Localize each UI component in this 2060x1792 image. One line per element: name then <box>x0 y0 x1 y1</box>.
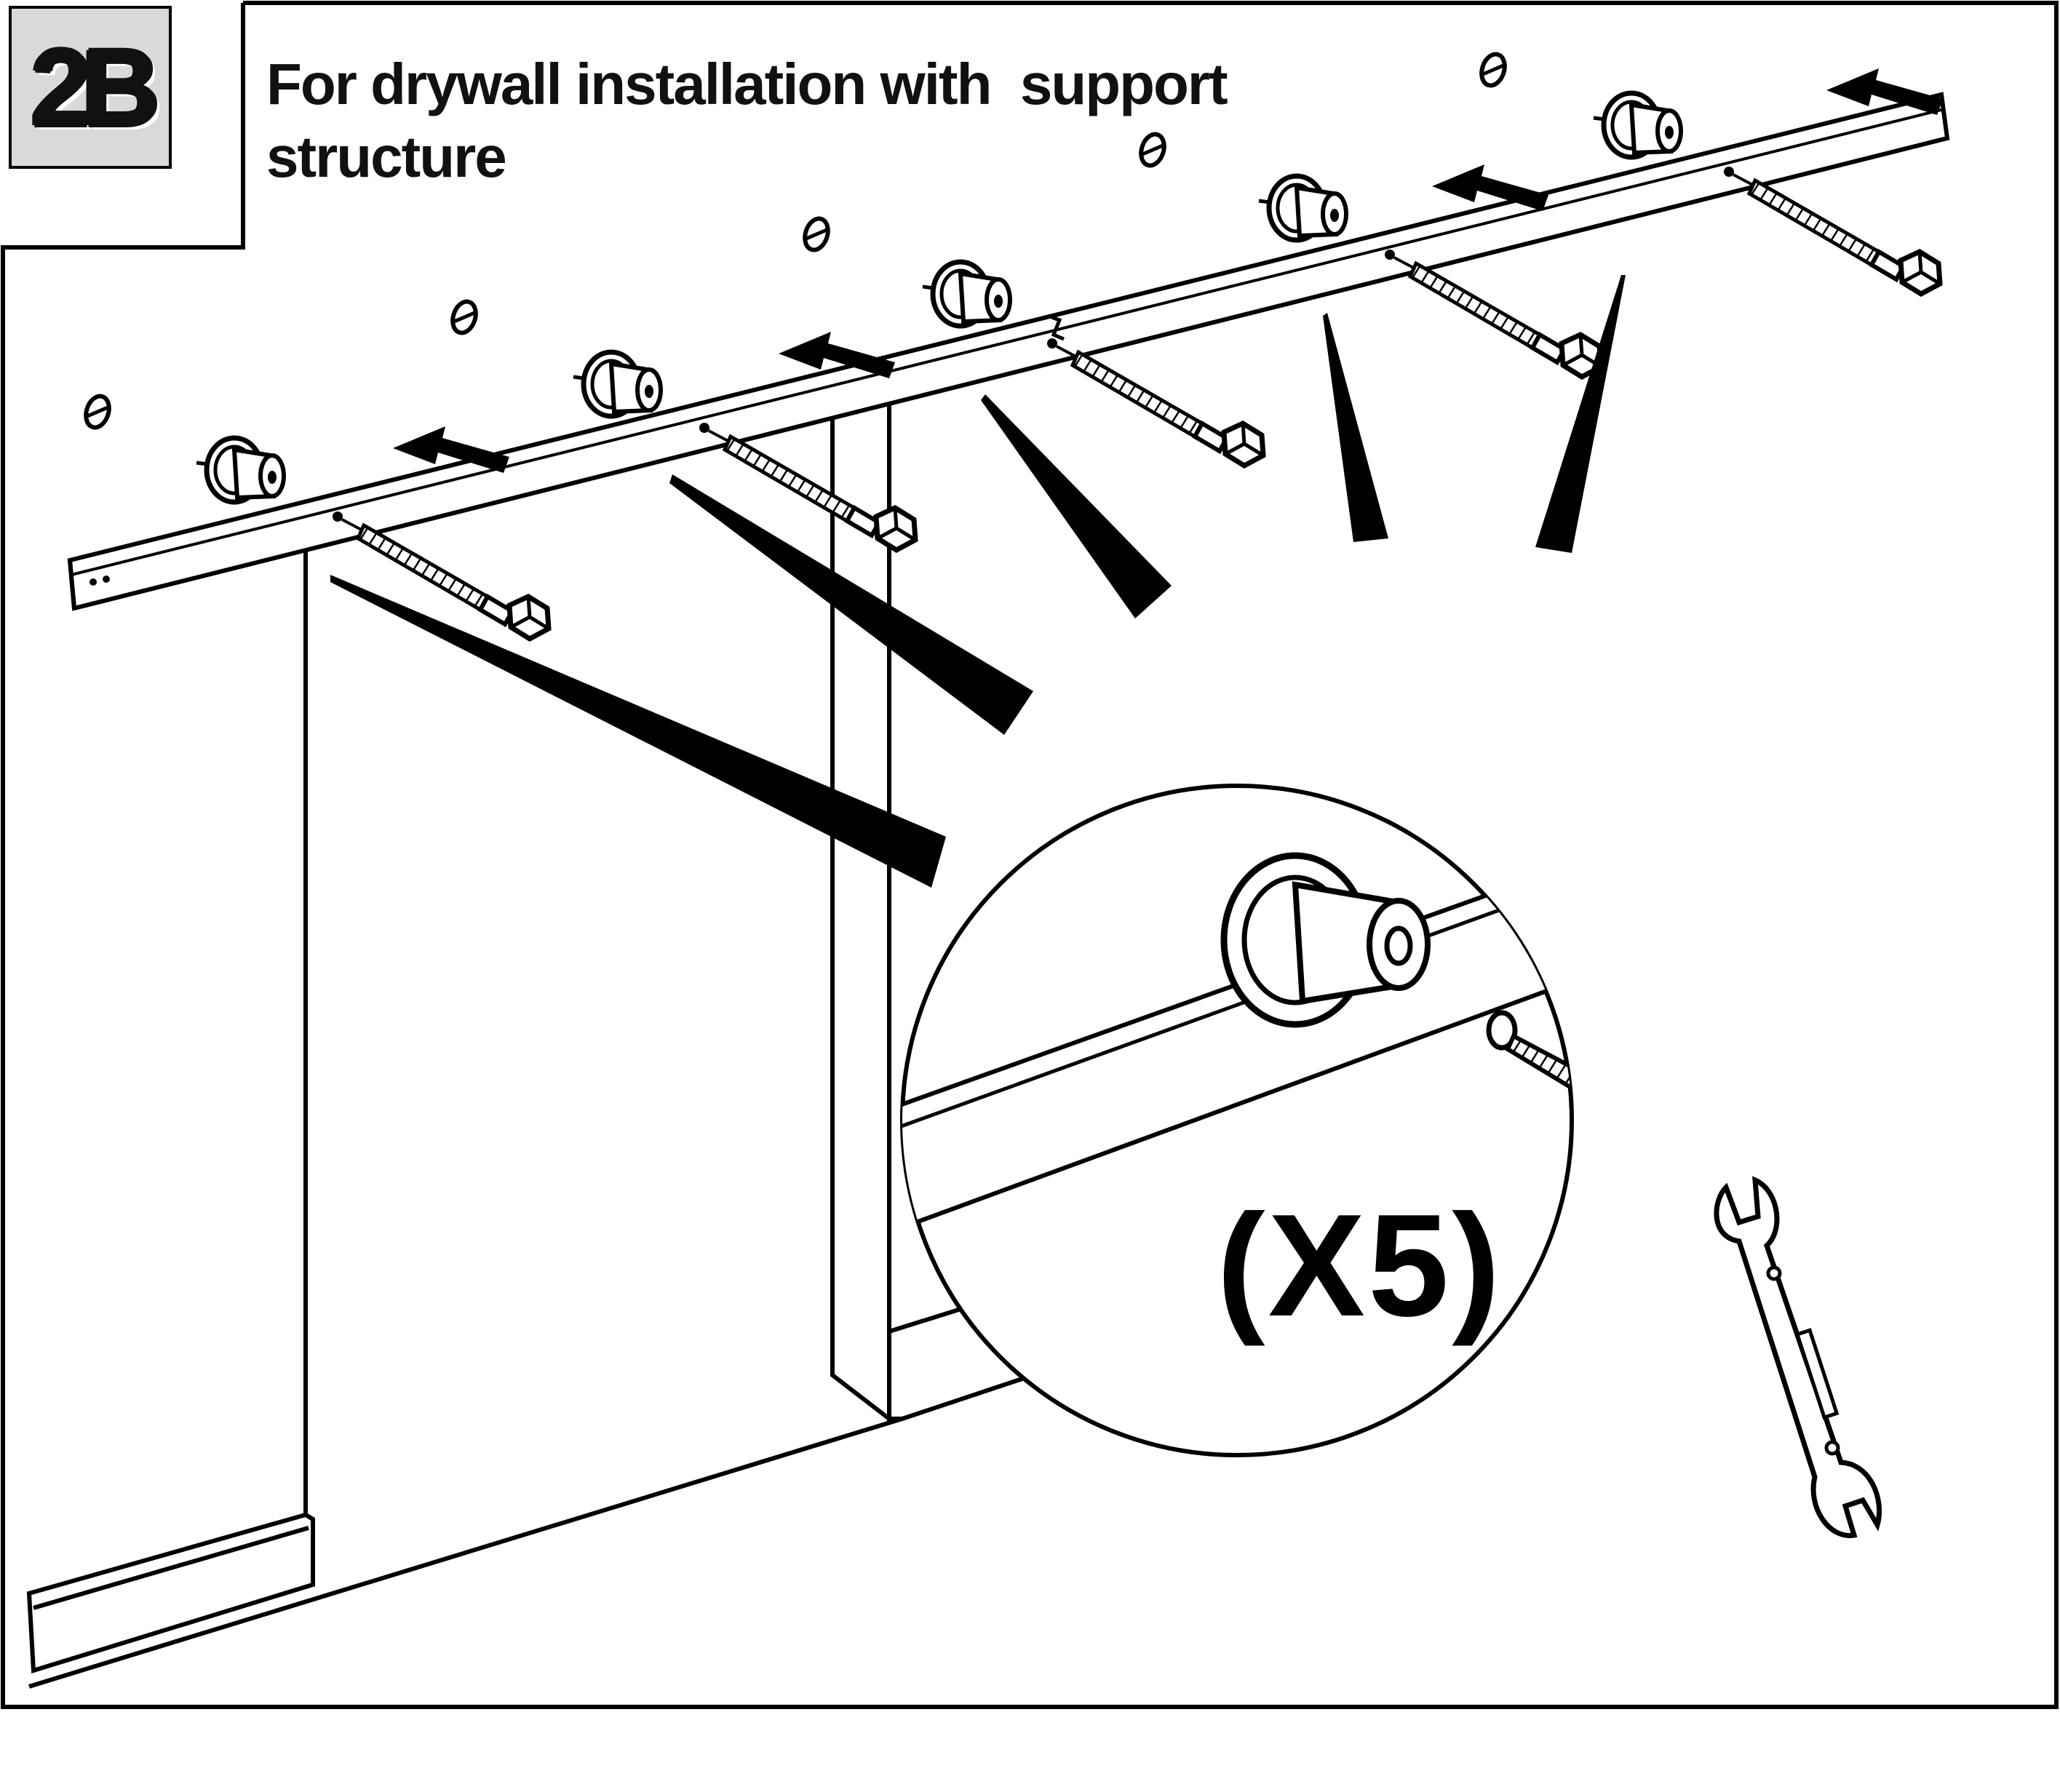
lag-bolt-icon <box>1047 338 1263 466</box>
spacer-icon <box>196 438 284 502</box>
panel-frame <box>1 1 2059 1709</box>
push-arrow-icon <box>1432 164 1548 211</box>
instruction-title: For drywall installation with support st… <box>266 52 1228 189</box>
spacer-icon <box>1594 93 1681 157</box>
step-badge: 2B <box>9 6 172 169</box>
wall-hole-icon <box>449 298 480 335</box>
track-rail <box>67 92 1950 611</box>
detail-magnifier <box>900 784 1671 1457</box>
left-wall <box>26 544 903 1689</box>
lag-bolt-icon <box>333 511 549 639</box>
lag-bolt-icon <box>1724 167 1940 294</box>
door-post <box>830 389 1035 1424</box>
rotate-arrow-icon <box>1581 1056 1671 1190</box>
callout-pointers <box>330 275 1626 888</box>
step-label: 2B <box>31 26 160 148</box>
detail-spacer <box>1220 852 1431 1028</box>
detail-bolt <box>1486 1010 1572 1107</box>
wall-hole-icon <box>801 215 832 252</box>
wall-hole-icon <box>82 393 113 430</box>
quantity-label: (X5) <box>1217 1184 1503 1347</box>
wrench-icon <box>1714 1176 1882 1538</box>
wall-hole-icon <box>1478 51 1508 88</box>
spacer-icon <box>573 352 661 416</box>
lag-bolt-icon <box>1385 250 1601 377</box>
spacer-icon <box>923 262 1010 326</box>
